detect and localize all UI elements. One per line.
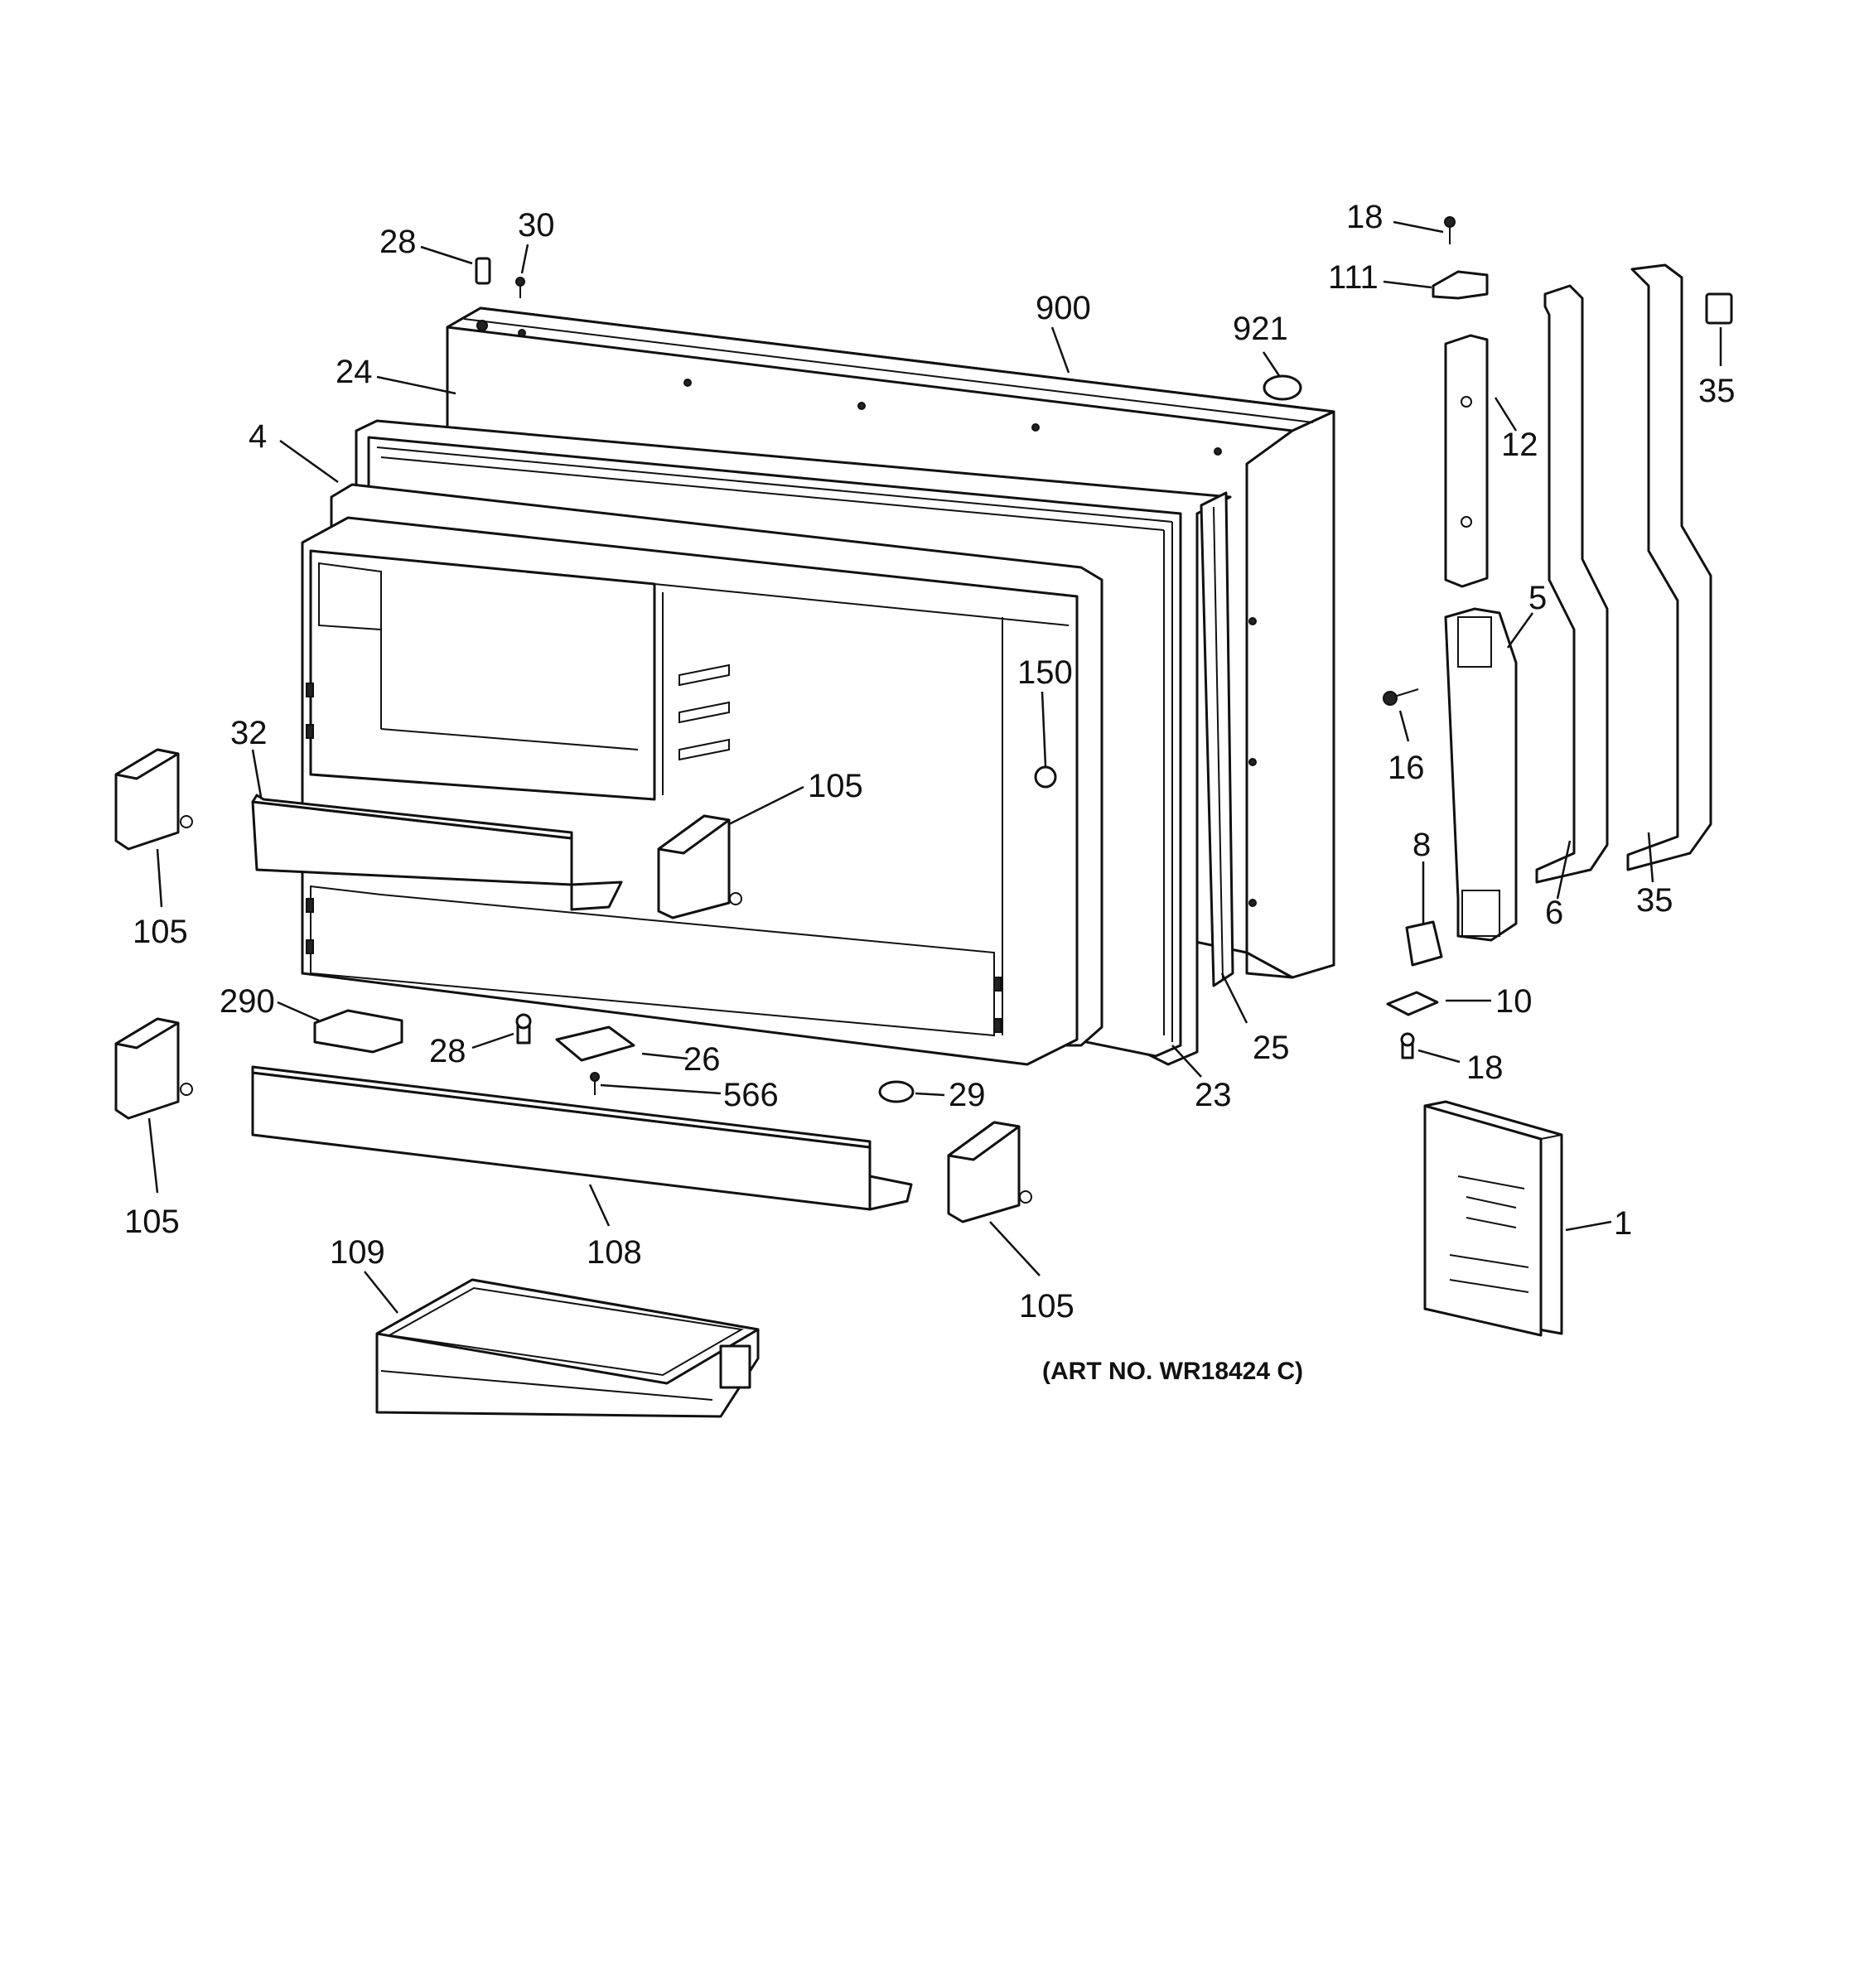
gasket-strip [1200, 491, 1234, 987]
door-bin [375, 1278, 760, 1418]
callout-28-mid: 28 [429, 1033, 466, 1069]
callout-10: 10 [1495, 983, 1533, 1020]
callout-35-top: 35 [1698, 373, 1736, 409]
screw-mid [515, 1013, 532, 1045]
screw-566 [590, 1072, 600, 1095]
callout-28-top: 28 [379, 224, 417, 260]
hinge-bracket [1444, 334, 1489, 588]
callout-6: 6 [1545, 895, 1563, 931]
door-stop-block [313, 1009, 403, 1054]
handle-bracket [1444, 607, 1518, 942]
callout-111: 111 [1328, 259, 1379, 296]
bracket-right [947, 1121, 1032, 1223]
callout-29: 29 [949, 1077, 986, 1113]
shelf-bar-upper [251, 794, 623, 911]
hinge-plate [555, 1025, 635, 1062]
callout-8: 8 [1412, 827, 1431, 863]
hinge-cap [1432, 270, 1489, 300]
callout-900: 900 [1036, 290, 1091, 326]
callout-150: 150 [1017, 654, 1073, 691]
screw-top-28 [475, 257, 491, 285]
callout-105-right: 105 [1019, 1288, 1074, 1325]
callout-30: 30 [518, 207, 555, 244]
callout-18-top: 18 [1346, 199, 1384, 235]
callout-18-bottom: 18 [1466, 1049, 1504, 1086]
callout-108: 108 [587, 1234, 642, 1271]
owners-manual [1423, 1100, 1563, 1337]
handle-endcap [1705, 292, 1733, 325]
screw-bottom-18 [1400, 1032, 1415, 1059]
bracket-center [657, 814, 742, 919]
callout-1: 1 [1614, 1205, 1632, 1242]
callout-24: 24 [336, 354, 373, 390]
bracket-left-top [114, 748, 193, 851]
plug-button [1263, 374, 1302, 401]
callout-25: 25 [1253, 1030, 1290, 1066]
callout-16: 16 [1388, 750, 1425, 786]
art-number: (ART NO. WR18424 C) [1042, 1358, 1303, 1385]
callout-23: 23 [1195, 1077, 1232, 1113]
door-liner [301, 483, 1103, 1066]
screw-top-18 [1444, 216, 1456, 244]
callout-32: 32 [230, 715, 268, 751]
grommet [878, 1080, 915, 1103]
handle-arm-35 [1626, 263, 1712, 871]
callout-105-left-bottom: 105 [124, 1204, 180, 1240]
handle-arm-6 [1535, 284, 1609, 884]
bracket-left-bottom [114, 1017, 193, 1120]
callout-921: 921 [1233, 311, 1288, 347]
callout-109: 109 [330, 1234, 385, 1271]
shelf-bar-lower [251, 1065, 913, 1211]
callout-105-center: 105 [808, 768, 863, 804]
callout-105-left-top: 105 [133, 914, 188, 950]
callout-290: 290 [220, 983, 275, 1020]
handle-clip [1405, 920, 1443, 967]
callout-12: 12 [1501, 427, 1538, 463]
hinge-plate-small [1386, 991, 1439, 1016]
door-stop-screw [1034, 765, 1057, 789]
callout-26: 26 [683, 1041, 721, 1078]
screw-top-30 [515, 277, 525, 298]
callout-4: 4 [249, 418, 267, 455]
callout-5: 5 [1528, 580, 1547, 616]
leader-lines [147, 220, 1722, 1314]
callouts: 28 30 900 921 24 4 18 111 12 35 5 150 16… [124, 199, 1736, 1325]
callout-566: 566 [723, 1077, 779, 1113]
callout-35-bottom: 35 [1636, 882, 1673, 919]
screw-16 [1383, 688, 1419, 706]
